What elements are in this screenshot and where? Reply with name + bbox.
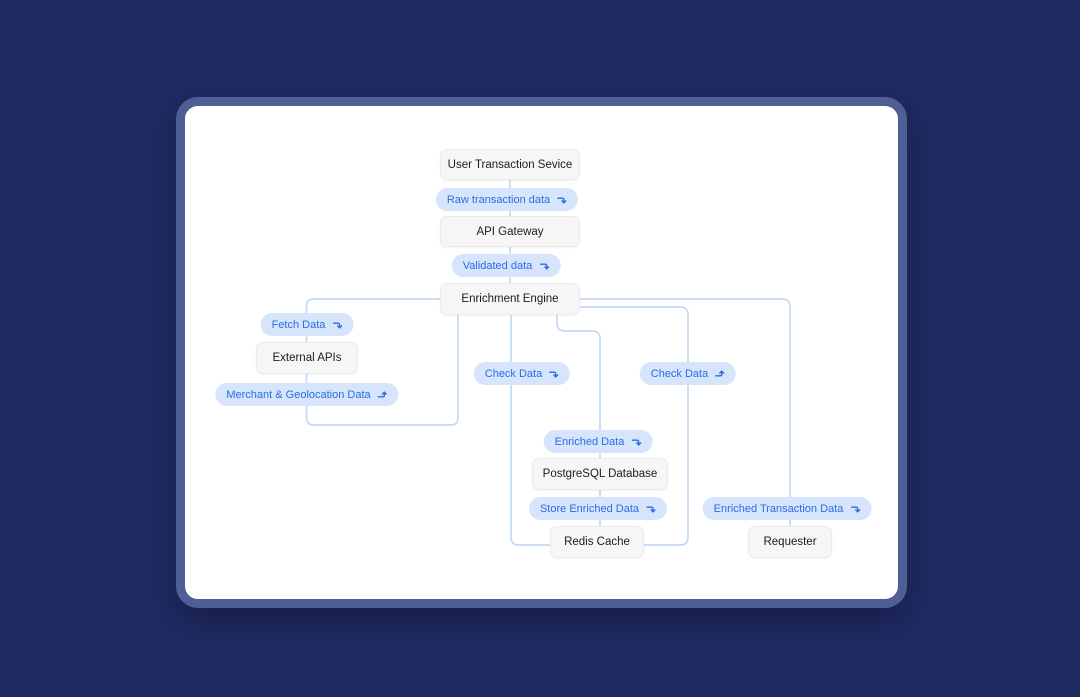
node-label: External APIs: [272, 352, 342, 364]
curve-down-arrow-icon: [539, 261, 549, 271]
edge-label-text: Fetch Data: [271, 318, 326, 331]
edge-label-text: Enriched Transaction Data: [713, 502, 844, 515]
node-enrichment-engine[interactable]: Enrichment Engine: [440, 283, 580, 315]
node-label: PostgreSQL Database: [542, 468, 658, 480]
edge-label-raw-transaction-data[interactable]: Raw transaction data: [435, 188, 579, 211]
edge-label-text: Check Data: [484, 367, 543, 380]
node-external-apis[interactable]: External APIs: [256, 342, 358, 374]
node-label: Enrichment Engine: [461, 293, 559, 305]
curve-down-arrow-icon: [549, 369, 559, 379]
curve-down-arrow-icon: [646, 504, 656, 514]
curve-down-arrow-icon: [557, 195, 567, 205]
edge-label-enriched-transaction-data[interactable]: Enriched Transaction Data: [702, 497, 872, 520]
edge-label-store-enriched-data[interactable]: Store Enriched Data: [528, 497, 668, 520]
edge-label-text: Store Enriched Data: [539, 502, 640, 515]
curve-down-arrow-icon: [332, 320, 343, 330]
edge-label-text: Enriched Data: [554, 435, 625, 448]
node-label: API Gateway: [476, 225, 544, 238]
edge-label-text: Validated data: [462, 259, 533, 272]
curve-up-arrow-icon: [715, 369, 725, 379]
edge-label-fetch-data[interactable]: Fetch Data: [260, 313, 354, 336]
node-user-transaction-service[interactable]: User Transaction Sevice: [440, 149, 580, 180]
edge-label-validated-data[interactable]: Validated data: [451, 254, 561, 277]
curve-down-arrow-icon: [850, 504, 860, 514]
edge-label-text: Check Data: [650, 367, 709, 380]
node-redis-cache[interactable]: Redis Cache: [550, 526, 644, 558]
node-label: Requester: [763, 536, 817, 548]
node-label: User Transaction Sevice: [447, 158, 573, 171]
node-postgresql-database[interactable]: PostgreSQL Database: [532, 458, 668, 490]
curve-down-arrow-icon: [631, 437, 641, 447]
curve-up-arrow-icon: [377, 390, 388, 400]
edge-label-check-data-right[interactable]: Check Data: [639, 362, 737, 385]
node-requester[interactable]: Requester: [748, 526, 832, 558]
node-label: Redis Cache: [564, 536, 630, 548]
node-api-gateway[interactable]: API Gateway: [440, 216, 580, 247]
edge-label-text: Raw transaction data: [446, 193, 551, 206]
edge-label-enriched-data[interactable]: Enriched Data: [543, 430, 653, 453]
edge-label-text: Merchant & Geolocation Data: [226, 388, 371, 401]
edge-label-check-data-left[interactable]: Check Data: [473, 362, 571, 385]
edge-label-merchant-geolocation-data[interactable]: Merchant & Geolocation Data: [215, 383, 399, 406]
